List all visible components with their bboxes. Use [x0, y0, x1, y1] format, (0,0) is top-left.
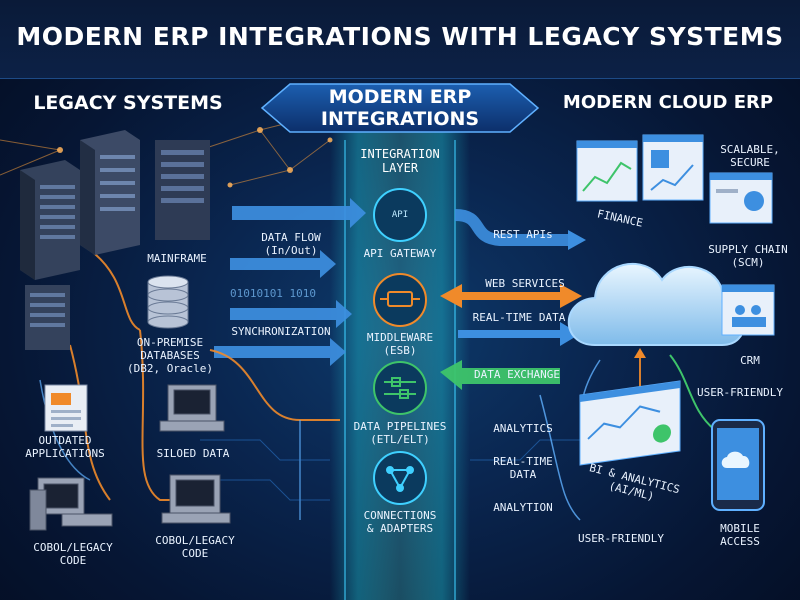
- center-banner-title: MODERN ERP INTEGRATIONS: [290, 86, 510, 130]
- label-rest-apis: REST APIs: [493, 228, 553, 241]
- label-middleware: MIDDLEWARE (ESB): [345, 331, 455, 357]
- data-flow-line2: (In/Out): [264, 244, 318, 257]
- label-real-time: REAL-TIME DATA: [478, 455, 568, 481]
- label-mobile-access: MOBILE ACCESS: [700, 522, 780, 548]
- mobile-phone-icon: [711, 419, 765, 511]
- label-scalable: SCALABLE, SECURE: [705, 143, 795, 169]
- label-siloed-data: SILOED DATA: [156, 447, 230, 460]
- label-databases: ON-PREMISE DATABASES (DB2, Oracle): [118, 336, 222, 375]
- legacy-header: LEGACY SYSTEMS: [33, 92, 223, 114]
- real-time-line2: DATA: [509, 468, 537, 481]
- middleware-line1: MIDDLEWARE: [366, 331, 434, 344]
- connections-line2: & ADAPTERS: [366, 522, 434, 535]
- legacy-wires: [69, 249, 340, 501]
- supply-line1: SUPPLY CHAIN: [708, 243, 788, 256]
- integration-column: [330, 85, 470, 600]
- middleware-line2: (ESB): [383, 344, 417, 357]
- main-title: MODERN ERP INTEGRATIONS WITH LEGACY SYST…: [16, 22, 784, 51]
- data-flow-line1: DATA FLOW: [261, 231, 321, 244]
- cloud-header: MODERN CLOUD ERP: [562, 92, 774, 113]
- layer-node-icons: [373, 188, 427, 505]
- label-crm: CRM: [740, 354, 760, 367]
- label-supply-chain: SUPPLY CHAIN (SCM): [698, 243, 798, 269]
- databases-line1: ON-PREMISE: [136, 336, 204, 349]
- outdated-line1: OUTDATED: [38, 434, 92, 447]
- label-user-friendly-2: USER-FRIENDLY: [577, 532, 665, 545]
- binary-stream: 01010101 1010: [229, 287, 317, 300]
- mobile-line2: ACCESS: [720, 535, 760, 548]
- databases-line2: DATABASES: [140, 349, 200, 362]
- connections-line1: CONNECTIONS: [363, 509, 437, 522]
- center-title-line2: INTEGRATIONS: [320, 108, 480, 130]
- label-cobol-1: COBOL/LEGACY CODE: [18, 541, 128, 567]
- cloud-erp-icon: [567, 262, 745, 346]
- integration-layer-label: INTEGRATION LAYER: [340, 147, 460, 175]
- retro-computer-icons: [29, 384, 231, 531]
- label-connections: CONNECTIONS & ADAPTERS: [345, 509, 455, 535]
- cobol2-line2: CODE: [181, 547, 209, 560]
- pipelines-line2: (ETL/ELT): [370, 433, 430, 446]
- label-analytion: ANALYTION: [493, 501, 553, 514]
- left-arrows: [214, 198, 366, 366]
- api-badge: API: [391, 210, 409, 220]
- databases-line3: (DB2, Oracle): [126, 362, 214, 375]
- center-title-line1: MODERN ERP: [328, 86, 472, 108]
- cobol1-line2: CODE: [59, 554, 87, 567]
- label-synchronization: SYNCHRONIZATION: [231, 325, 331, 338]
- document-icon: [44, 384, 88, 432]
- supply-line2: (SCM): [731, 256, 765, 269]
- app-window-icons: [576, 134, 775, 466]
- label-outdated-apps: OUTDATED APPLICATIONS: [10, 434, 120, 460]
- real-time-line1: REAL-TIME: [493, 455, 553, 468]
- integration-layer-line1: INTEGRATION: [360, 147, 440, 161]
- outdated-line2: APPLICATIONS: [25, 447, 105, 460]
- label-data-flow: DATA FLOW (In/Out): [250, 231, 332, 257]
- label-mainframe: MAINFRAME: [147, 252, 207, 265]
- right-arrows: [440, 209, 586, 390]
- label-api-gateway: API GATEWAY: [363, 247, 437, 260]
- label-real-time-data: REAL-TIME DATA: [472, 311, 566, 324]
- label-web-services: WEB SERVICES: [485, 277, 565, 290]
- database-icon: [147, 275, 189, 329]
- cobol1-line1: COBOL/LEGACY: [33, 541, 113, 554]
- server-rack-icons: [20, 130, 210, 350]
- label-user-friendly-1: USER-FRIENDLY: [696, 386, 784, 399]
- label-analytics: ANALYTICS: [493, 422, 553, 435]
- label-data-exchange: DATA EXCHANGE: [473, 368, 561, 381]
- mobile-line1: MOBILE: [720, 522, 760, 535]
- cobol2-line1: COBOL/LEGACY: [155, 534, 235, 547]
- title-bar: MODERN ERP INTEGRATIONS WITH LEGACY SYST…: [0, 0, 800, 79]
- integration-layer-line2: LAYER: [381, 161, 419, 175]
- label-data-pipelines: DATA PIPELINES (ETL/ELT): [340, 420, 460, 446]
- scalable-line2: SECURE: [730, 156, 770, 169]
- pipelines-line1: DATA PIPELINES: [353, 420, 447, 433]
- center-banner: [260, 83, 540, 133]
- scalable-line1: SCALABLE,: [720, 143, 780, 156]
- label-cobol-2: COBOL/LEGACY CODE: [140, 534, 250, 560]
